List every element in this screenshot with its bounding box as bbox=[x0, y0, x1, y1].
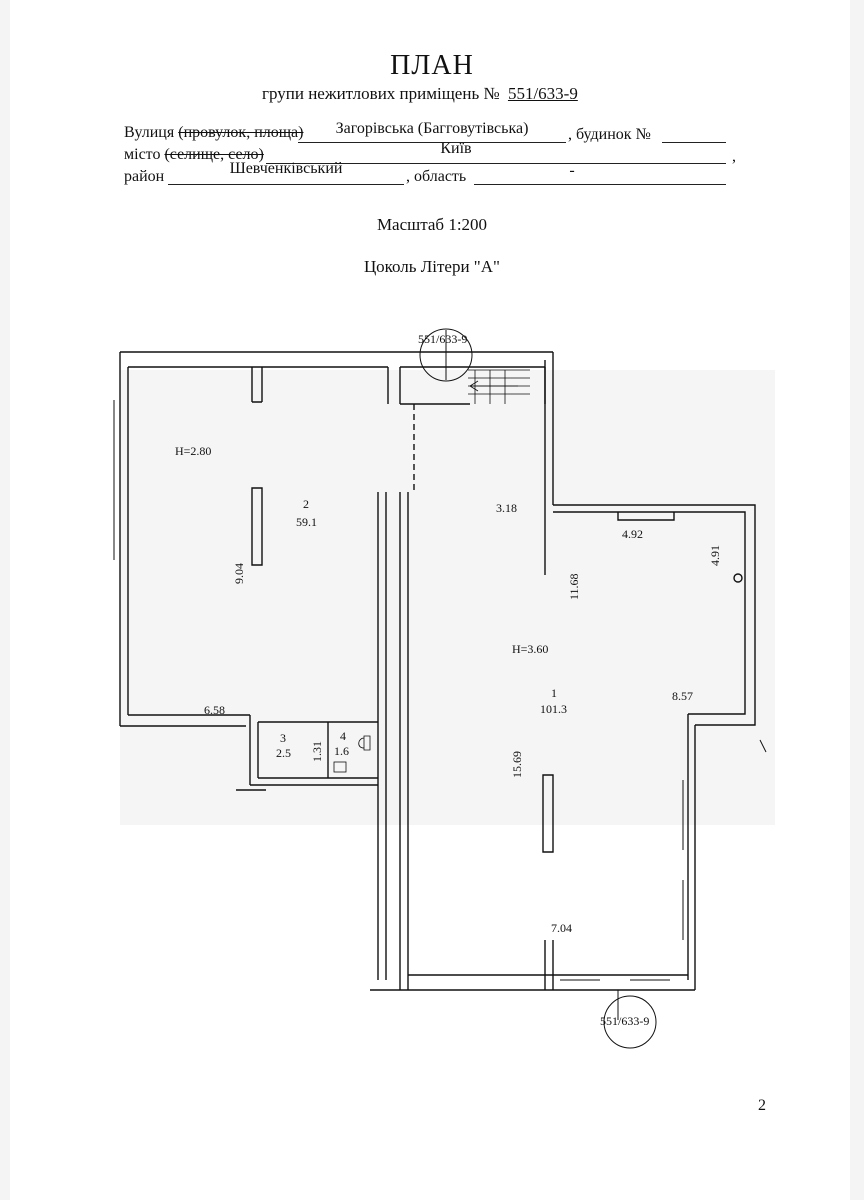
city-end: , bbox=[732, 148, 736, 165]
document-title: ПЛАН bbox=[390, 50, 474, 81]
region-line bbox=[474, 184, 726, 185]
document-subtitle: групи нежитлових приміщень № 551/633-9 bbox=[262, 84, 578, 104]
room2-area: 59.1 bbox=[296, 515, 317, 529]
level-label: Цоколь Літери "А" bbox=[364, 257, 500, 276]
room2-dim-bottom: 6.58 bbox=[204, 703, 225, 717]
room1-bottom-wall bbox=[400, 974, 695, 991]
stair-arrow-head bbox=[469, 380, 479, 392]
marker-top-circle bbox=[419, 328, 473, 382]
room3-room4-walls bbox=[249, 715, 378, 786]
house-line bbox=[662, 142, 726, 143]
region-value: - bbox=[569, 162, 575, 179]
column-room1 bbox=[542, 774, 554, 853]
room2-top-niche bbox=[251, 367, 263, 403]
room1-window-top bbox=[617, 512, 675, 521]
room1-height: H=3.60 bbox=[512, 642, 548, 656]
marker-top-label: 551/633-9 bbox=[418, 332, 467, 346]
room1-dim-1168: 11.68 bbox=[567, 573, 581, 600]
room3-dim: 1.31 bbox=[310, 741, 324, 762]
room3-area: 2.5 bbox=[276, 746, 291, 760]
scale-label: Масштаб 1:200 bbox=[376, 215, 488, 234]
city-label: місто bbox=[124, 146, 161, 163]
room4-number: 4 bbox=[340, 729, 346, 743]
marker-bottom-circle bbox=[603, 995, 657, 1049]
room1-dim-491: 4.91 bbox=[708, 545, 722, 566]
room2-left-wall bbox=[119, 352, 129, 726]
tick-mark-right bbox=[759, 739, 767, 753]
riser-symbol bbox=[733, 573, 743, 583]
city-line bbox=[266, 163, 726, 164]
street-label: Вулиця bbox=[124, 124, 175, 141]
room4-area: 1.6 bbox=[334, 744, 349, 758]
region-label: , область bbox=[406, 168, 467, 185]
room3-number: 3 bbox=[280, 731, 286, 745]
sink-symbol bbox=[333, 761, 347, 773]
page-number: 2 bbox=[758, 1097, 766, 1114]
plan-background-stamp bbox=[120, 370, 775, 825]
district-value: Шевченківський bbox=[229, 160, 343, 177]
room2-number: 2 bbox=[303, 497, 309, 511]
column-room2 bbox=[251, 487, 263, 566]
room2-top-wall bbox=[120, 351, 553, 368]
room1-number: 1 bbox=[551, 686, 557, 700]
room1-dim-1569: 15.69 bbox=[510, 751, 524, 778]
room1-dim-318: 3.18 bbox=[496, 501, 517, 515]
room1-dim-704: 7.04 bbox=[551, 921, 572, 935]
room2-bottom-wall bbox=[120, 714, 250, 727]
city-struck-label: (селище, село) bbox=[164, 146, 264, 163]
room1-area: 101.3 bbox=[540, 702, 567, 716]
room2-height: H=2.80 bbox=[175, 444, 211, 458]
room2-dim-vertical: 9.04 bbox=[232, 563, 246, 584]
street-row: Вулиця (провулок, площа) bbox=[124, 124, 303, 142]
marker-bottom-label: 551/633-9 bbox=[600, 1014, 649, 1028]
city-value: Київ bbox=[440, 140, 472, 157]
room1-bottom-stub bbox=[544, 940, 554, 990]
room2-top-stub bbox=[387, 367, 401, 404]
room1-lower-right-wall bbox=[687, 714, 696, 990]
group-number: 551/633-9 bbox=[507, 84, 578, 103]
street-value: Загорівська (Багговутівська) bbox=[335, 120, 529, 137]
central-wall-left bbox=[377, 492, 387, 980]
room1-dim-857: 8.57 bbox=[672, 689, 693, 703]
district-line bbox=[168, 184, 404, 185]
district-label: район bbox=[124, 168, 165, 185]
document-sheet bbox=[10, 0, 850, 1200]
street-line bbox=[298, 142, 566, 143]
subtitle-text: групи нежитлових приміщень № bbox=[262, 84, 500, 103]
room1-dim-492: 4.92 bbox=[622, 527, 643, 541]
toilet-symbol bbox=[358, 735, 371, 751]
central-wall-right bbox=[399, 492, 409, 990]
stair-top-wall bbox=[400, 366, 545, 405]
house-label: , будинок № bbox=[568, 126, 651, 143]
street-struck-label: (провулок, площа) bbox=[178, 124, 304, 141]
city-row: місто (селище, село) bbox=[124, 146, 264, 164]
